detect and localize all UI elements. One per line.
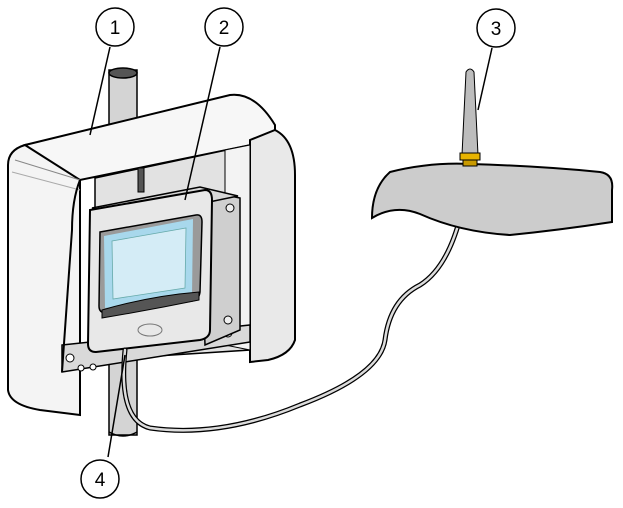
callout-3: 3 <box>476 8 516 48</box>
controller-device <box>86 186 241 354</box>
antenna <box>459 68 481 167</box>
leader-1 <box>89 46 111 136</box>
callout-2: 2 <box>204 7 244 47</box>
antenna-cable <box>121 157 473 433</box>
leader-2 <box>184 46 221 201</box>
svg-text:1: 1 <box>110 18 121 39</box>
callout-4: 4 <box>80 459 120 499</box>
leader-4 <box>107 354 126 458</box>
callout-1: 1 <box>95 7 135 47</box>
callout-leaders <box>89 46 493 458</box>
svg-text:2: 2 <box>219 18 230 39</box>
leader-3 <box>477 47 493 111</box>
mounting-surface <box>370 162 614 237</box>
svg-text:3: 3 <box>491 19 502 40</box>
svg-text:4: 4 <box>95 470 106 491</box>
